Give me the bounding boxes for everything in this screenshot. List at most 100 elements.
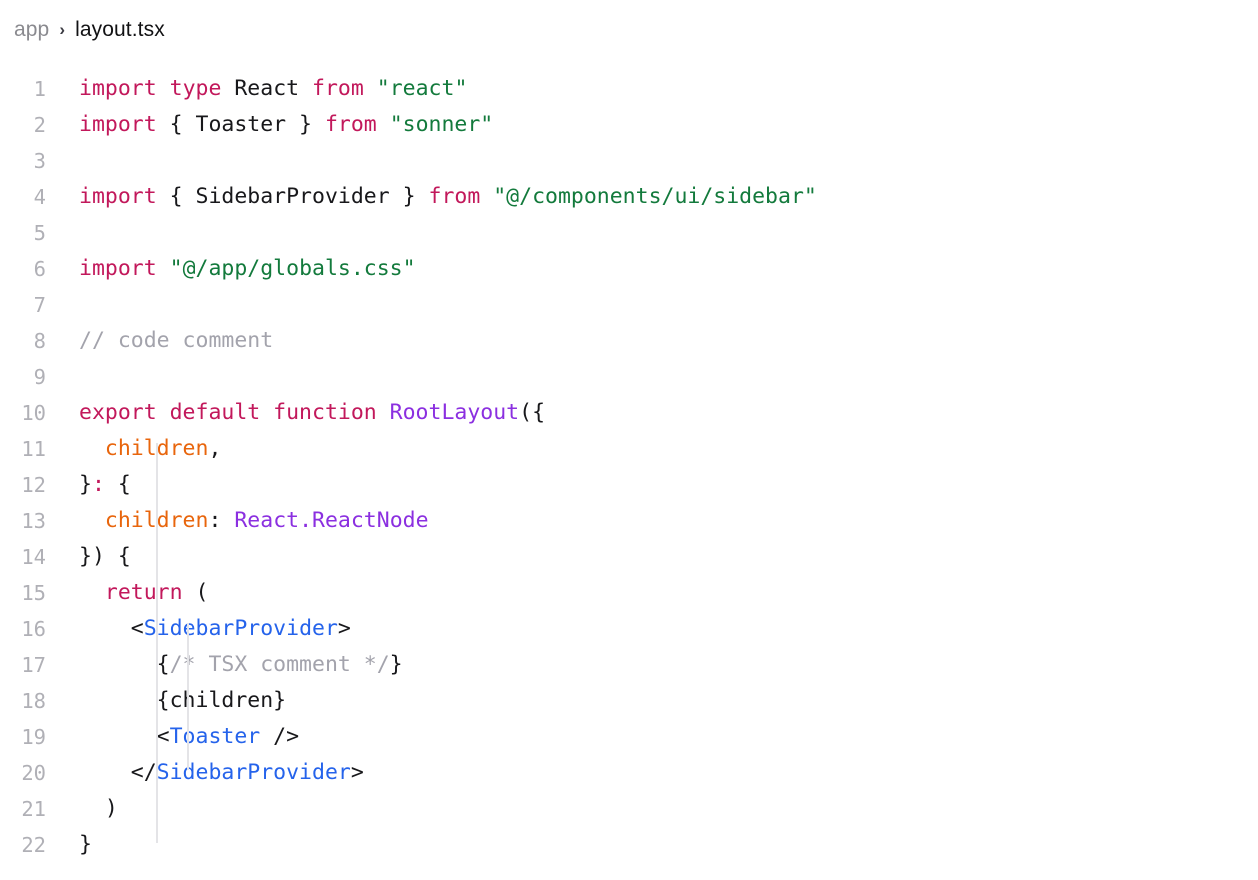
token-kw: import (79, 76, 157, 101)
line-content[interactable]: children, (62, 431, 817, 467)
token-punc: } (389, 652, 403, 677)
line-number: 13 (21, 509, 46, 533)
line-number: 7 (33, 293, 46, 317)
code-line[interactable]: 22} (0, 827, 817, 863)
token-plain (157, 256, 170, 281)
code-line[interactable]: 7 (0, 287, 817, 323)
code-line[interactable]: 13 children: React.ReactNode (0, 503, 817, 539)
token-punc: { (79, 652, 170, 677)
code-line[interactable]: 11 children, (0, 431, 817, 467)
line-content[interactable]: <SidebarProvider> (62, 611, 817, 647)
code-line[interactable]: 20 </SidebarProvider> (0, 755, 817, 791)
token-punc: , (208, 436, 222, 461)
code-line[interactable]: 21 ) (0, 791, 817, 827)
line-content[interactable]: return ( (62, 575, 817, 611)
token-kw: import (79, 256, 157, 281)
breadcrumb-directory[interactable]: app (14, 18, 50, 41)
line-number: 12 (21, 473, 46, 497)
token-plain (79, 436, 105, 461)
code-line[interactable]: 10 export default function RootLayout({ (0, 395, 817, 431)
token-kw: from (428, 184, 481, 209)
token-com: // code comment (79, 328, 274, 353)
token-var: children (104, 436, 209, 461)
token-kw: : (91, 472, 105, 497)
line-number: 4 (33, 185, 46, 209)
code-line[interactable]: 17 {/* TSX comment */} (0, 647, 817, 683)
line-content[interactable] (62, 215, 817, 251)
code-line[interactable]: 9 (0, 359, 817, 395)
token-plain (377, 400, 390, 425)
token-plain (157, 76, 170, 101)
line-number: 15 (21, 581, 46, 605)
code-line[interactable]: 3 (0, 143, 817, 179)
code-line[interactable]: 15 return ( (0, 575, 817, 611)
line-content[interactable]: import type React from "react" (62, 71, 817, 107)
breadcrumb-file[interactable]: layout.tsx (75, 18, 165, 41)
line-number: 19 (21, 725, 46, 749)
token-punc: > (337, 616, 351, 641)
token-plain (221, 508, 234, 533)
line-number: 11 (21, 437, 46, 461)
token-plain: { Toaster } (156, 112, 325, 137)
code-line[interactable]: 8// code comment (0, 323, 817, 359)
token-plain (364, 76, 377, 101)
token-str: "sonner" (389, 112, 494, 137)
token-plain: {children} (79, 688, 287, 713)
code-line[interactable]: 16 <SidebarProvider> (0, 611, 817, 647)
line-content[interactable]: {children} (62, 683, 817, 719)
token-tag: SidebarProvider (156, 760, 351, 785)
code-line[interactable]: 12 }: { (0, 467, 817, 503)
line-content[interactable]: } (62, 827, 817, 863)
code-line[interactable]: 18 {children} (0, 683, 817, 719)
token-com: /* TSX comment */ (169, 652, 390, 677)
line-number: 10 (21, 401, 46, 425)
line-content[interactable]: import "@/app/globals.css" (62, 251, 817, 287)
line-number: 22 (21, 833, 46, 857)
line-content[interactable]: export default function RootLayout({ (62, 395, 817, 431)
token-punc: ( (182, 580, 209, 605)
token-kw: from (324, 112, 377, 137)
code-line[interactable]: 5 (0, 215, 817, 251)
line-content[interactable] (62, 287, 817, 323)
line-content[interactable] (62, 143, 817, 179)
token-str: "react" (376, 76, 468, 101)
line-content[interactable]: ) (62, 791, 817, 827)
token-str: "@/app/globals.css" (169, 256, 416, 281)
line-content[interactable]: }) { (62, 539, 817, 575)
line-content[interactable]: // code comment (62, 323, 817, 359)
token-type: React.ReactNode (234, 508, 429, 533)
line-number: 3 (33, 149, 46, 173)
line-content[interactable]: {/* TSX comment */} (62, 647, 817, 683)
token-str: "@/components/ui/sidebar" (493, 184, 817, 209)
token-kw: import (79, 184, 157, 209)
token-kw: from (312, 76, 364, 101)
line-content[interactable]: import { SidebarProvider } from "@/compo… (62, 179, 817, 215)
token-plain (79, 580, 105, 605)
code-line[interactable]: 19 <Toaster /> (0, 719, 817, 755)
token-tag: Toaster (169, 724, 261, 749)
line-number: 21 (21, 797, 46, 821)
token-plain (299, 76, 312, 101)
line-number: 17 (21, 653, 46, 677)
token-plain (221, 76, 234, 101)
code-line[interactable]: 4 import { SidebarProvider } from "@/comp… (0, 179, 817, 215)
line-number: 20 (21, 761, 46, 785)
line-number: 14 (21, 545, 46, 569)
code-line[interactable]: 1 import type React from "react" (0, 71, 817, 107)
code-line[interactable]: 14 }) { (0, 539, 817, 575)
line-content[interactable]: import { Toaster } from "sonner" (62, 107, 817, 143)
chevron-right-icon: › (59, 19, 66, 39)
token-kw: export default function (79, 400, 377, 425)
line-content[interactable]: children: React.ReactNode (62, 503, 817, 539)
line-number: 1 (33, 77, 46, 101)
breadcrumb: app › layout.tsx (0, 0, 1258, 44)
line-content[interactable]: }: { (62, 467, 817, 503)
line-content[interactable]: </SidebarProvider> (62, 755, 817, 791)
token-punc: ) (79, 796, 118, 821)
line-content[interactable]: <Toaster /> (62, 719, 817, 755)
line-content[interactable] (62, 359, 817, 395)
